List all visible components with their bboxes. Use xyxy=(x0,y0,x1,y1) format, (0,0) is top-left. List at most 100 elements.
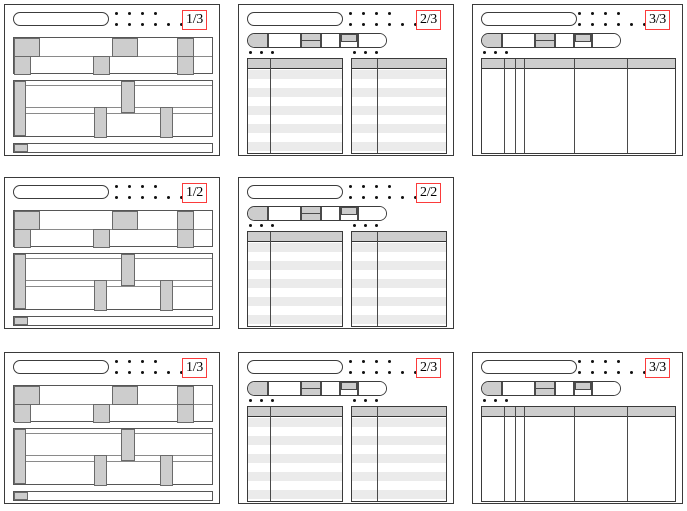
segmented-toolbar[interactable] xyxy=(481,33,621,48)
toolbar-chip[interactable] xyxy=(575,382,591,390)
toolbar-segment-4[interactable] xyxy=(340,34,358,47)
toolbar-lead-button[interactable] xyxy=(248,382,268,395)
form-section-rail xyxy=(14,254,26,309)
toolbar-segment-2[interactable] xyxy=(301,34,321,47)
panel-r2c2[interactable]: 2/2 xyxy=(238,177,454,329)
data-table[interactable] xyxy=(351,58,447,154)
segmented-toolbar[interactable] xyxy=(247,381,387,396)
panel-r1c1[interactable]: 1/3 xyxy=(4,4,220,156)
toolbar-segment-3[interactable] xyxy=(321,382,340,395)
toolbar-segment-1[interactable] xyxy=(502,34,535,47)
panel-r1c3[interactable]: 3/3 xyxy=(472,4,683,156)
toolbar-lead-button[interactable] xyxy=(482,382,502,395)
toolbar-segment-5[interactable] xyxy=(358,34,386,47)
toolbar-segment-bottom-half[interactable] xyxy=(536,40,554,47)
toolbar-segment-3[interactable] xyxy=(321,34,340,47)
toolbar-segment-5[interactable] xyxy=(592,382,620,395)
table-column-separator-1 xyxy=(270,407,272,501)
placeholder-dot xyxy=(388,196,392,200)
form-subfield-lower-2 xyxy=(160,106,173,138)
form-subfield-lower-1 xyxy=(94,106,107,138)
title-placeholder-pill xyxy=(247,12,343,26)
panel-header: 2/2 xyxy=(239,178,453,206)
table-row xyxy=(248,454,342,463)
data-table[interactable] xyxy=(247,58,343,154)
toolbar-segment-5[interactable] xyxy=(358,207,386,220)
toolbar-segment-2[interactable] xyxy=(301,382,321,395)
segmented-toolbar[interactable] xyxy=(247,206,387,221)
toolbar-segment-1[interactable] xyxy=(502,382,535,395)
table-row xyxy=(248,142,342,151)
toolbar-lead-button[interactable] xyxy=(248,207,268,220)
segmented-toolbar[interactable] xyxy=(247,33,387,48)
data-table[interactable] xyxy=(481,58,676,154)
toolbar-chip[interactable] xyxy=(341,34,357,42)
placeholder-dot xyxy=(362,371,366,375)
toolbar-segment-1[interactable] xyxy=(268,207,301,220)
toolbar-chip[interactable] xyxy=(575,34,591,42)
panel-r1c2[interactable]: 2/3 xyxy=(238,4,454,156)
table-row xyxy=(248,106,342,115)
data-table[interactable] xyxy=(247,231,343,327)
toolbar-segment-5[interactable] xyxy=(358,382,386,395)
toolbar-segment-4[interactable] xyxy=(574,382,592,395)
toolbar-segment-bottom-half[interactable] xyxy=(302,213,320,220)
panel-r2c1[interactable]: 1/2 xyxy=(4,177,220,329)
form-field-label-6 xyxy=(177,228,194,248)
placeholder-dot xyxy=(591,23,595,27)
panel-r3c1[interactable]: 1/3 xyxy=(4,352,220,504)
toolbar-lead-button[interactable] xyxy=(248,34,268,47)
form-subrow-divider-3 xyxy=(26,112,212,114)
toolbar-segment-top-half[interactable] xyxy=(536,34,554,41)
toolbar-chip[interactable] xyxy=(341,382,357,390)
table-header-row xyxy=(248,59,342,69)
toolbar-lead-button[interactable] xyxy=(482,34,502,47)
placeholder-dot xyxy=(260,224,264,228)
toolbar-segment-4[interactable] xyxy=(340,382,358,395)
placeholder-dot xyxy=(578,12,582,16)
title-placeholder-pill xyxy=(13,12,109,26)
toolbar-segment-3[interactable] xyxy=(555,382,574,395)
toolbar-segment-bottom-half[interactable] xyxy=(536,388,554,395)
form-subrow-divider-1 xyxy=(26,433,212,435)
table-row xyxy=(248,124,342,133)
toolbar-segment-3[interactable] xyxy=(555,34,574,47)
toolbar-segment-1[interactable] xyxy=(268,34,301,47)
toolbar-segment-4[interactable] xyxy=(574,34,592,47)
toolbar-segment-2[interactable] xyxy=(535,382,555,395)
toolbar-segment-1[interactable] xyxy=(268,382,301,395)
toolbar-segment-top-half[interactable] xyxy=(536,382,554,389)
panel-r3c2[interactable]: 2/3 xyxy=(238,352,454,504)
panel-header: 1/3 xyxy=(5,353,219,381)
form-footer-strip xyxy=(13,491,213,501)
form-subfield-upper-1 xyxy=(121,81,135,113)
data-table[interactable] xyxy=(247,406,343,502)
placeholder-dot xyxy=(362,185,366,189)
toolbar-segment-4[interactable] xyxy=(340,207,358,220)
toolbar-segment-top-half[interactable] xyxy=(302,382,320,389)
placeholder-dot xyxy=(604,371,608,375)
toolbar-segment-2[interactable] xyxy=(301,207,321,220)
toolbar-segment-bottom-half[interactable] xyxy=(302,40,320,47)
segmented-toolbar[interactable] xyxy=(481,381,621,396)
panel-r3c3[interactable]: 3/3 xyxy=(472,352,683,504)
toolbar-segment-top-half[interactable] xyxy=(302,207,320,214)
toolbar-segment-2[interactable] xyxy=(535,34,555,47)
form-group-secondary xyxy=(13,80,213,138)
data-table[interactable] xyxy=(351,406,447,502)
placeholder-dot xyxy=(388,12,392,16)
toolbar-chip[interactable] xyxy=(341,207,357,215)
toolbar-segment-top-half[interactable] xyxy=(302,34,320,41)
form-subfield-upper-1 xyxy=(121,429,135,461)
toolbar-segment-bottom-half[interactable] xyxy=(302,388,320,395)
title-placeholder-pill xyxy=(247,185,343,199)
table-column-separator-3 xyxy=(524,59,526,153)
data-table[interactable] xyxy=(481,406,676,502)
toolbar-segment-5[interactable] xyxy=(592,34,620,47)
placeholder-dot xyxy=(401,371,405,375)
placeholder-dot xyxy=(128,196,132,200)
page-counter-badge: 1/3 xyxy=(182,10,207,30)
form-subfield-lower-2 xyxy=(160,279,173,311)
data-table[interactable] xyxy=(351,231,447,327)
toolbar-segment-3[interactable] xyxy=(321,207,340,220)
